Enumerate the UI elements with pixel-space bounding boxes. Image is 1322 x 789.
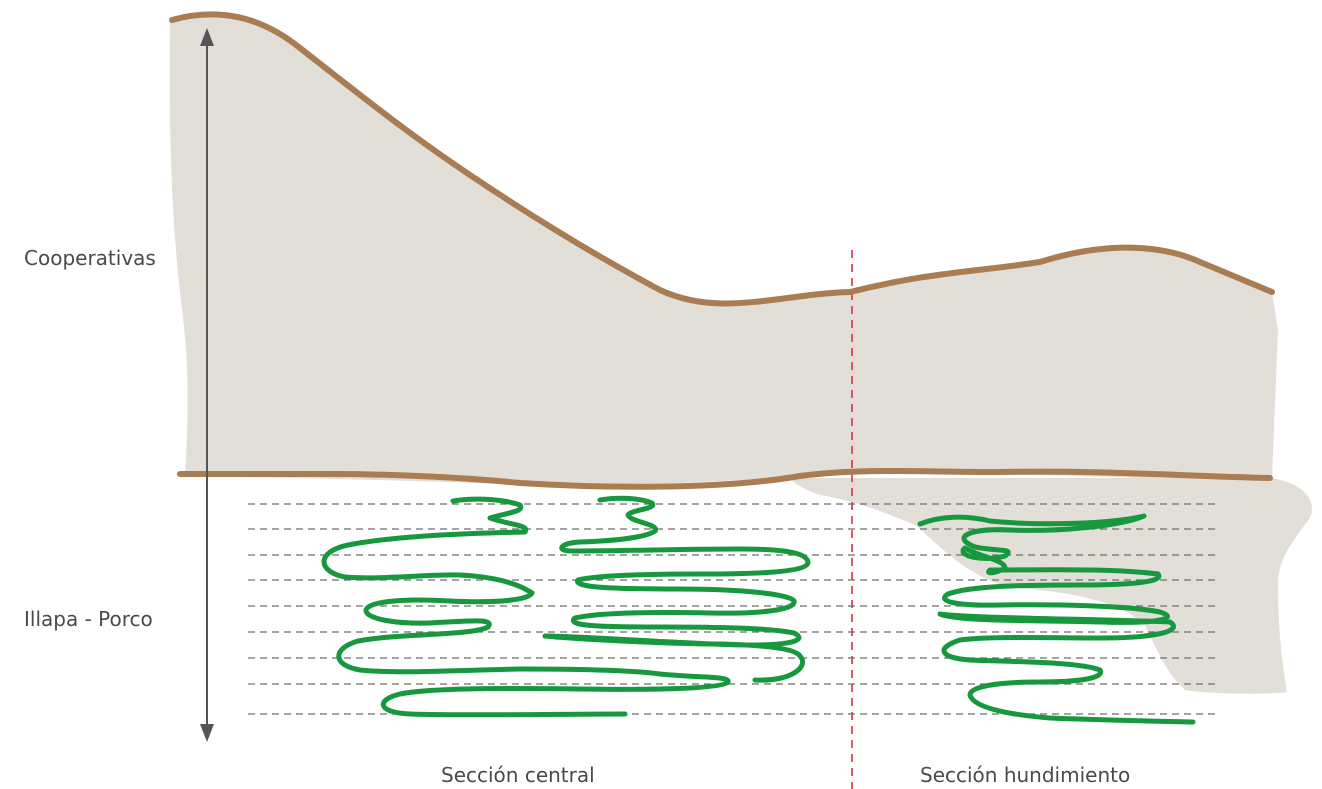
upper-rock-block bbox=[169, 14, 1278, 485]
surface-contact-line bbox=[169, 11, 1275, 307]
illapa-porco-zone-label: Illapa - Porco bbox=[24, 607, 153, 631]
ore-veins bbox=[321, 495, 1196, 725]
ore-vein-subsidence bbox=[917, 513, 1196, 725]
depth-arrow-icon bbox=[200, 28, 214, 742]
ore-vein-central-left bbox=[321, 496, 731, 718]
lower-contact-line bbox=[177, 468, 1273, 490]
ore-vein-central-right bbox=[542, 495, 811, 683]
cooperativas-zone-label: Cooperativas bbox=[24, 246, 156, 270]
subsidence-section-label: Sección hundimiento bbox=[920, 763, 1131, 787]
central-section-label: Sección central bbox=[441, 763, 595, 787]
